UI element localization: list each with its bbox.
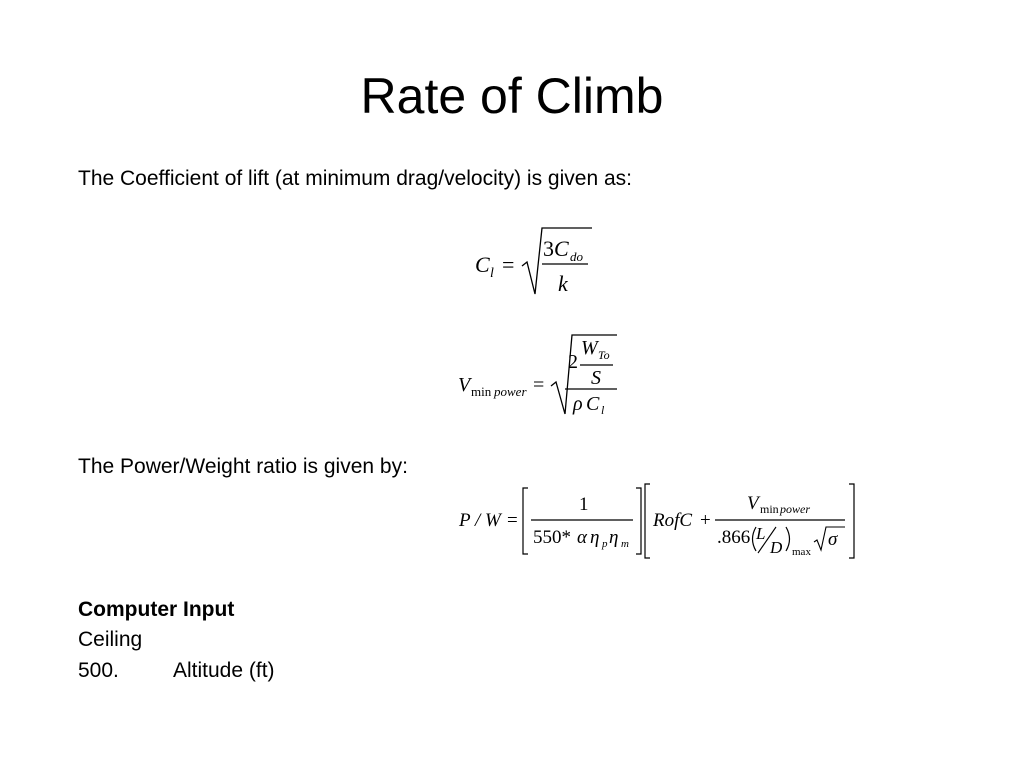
pw-den-const: 550* [533, 527, 571, 548]
pw-l-symbol: L [755, 524, 765, 543]
pw-right-bracket-1 [636, 487, 642, 555]
pw-equals: = [507, 510, 518, 531]
pw-v-symbol: V [747, 493, 761, 514]
cl-num-subscript: do [570, 249, 584, 264]
pw-left-bracket-2 [644, 483, 650, 559]
pw-alpha: α [577, 527, 588, 548]
lift-coefficient-equation: C l = 3 C do k [470, 222, 600, 302]
lift-coefficient-intro: The Coefficient of lift (at minimum drag… [78, 167, 632, 190]
vmin-lhs-sub-a: min [471, 384, 492, 399]
pw-left-bracket-1 [522, 487, 528, 555]
pw-d-symbol: D [769, 538, 783, 557]
pw-const-866: .866 [717, 527, 750, 548]
pw-ld-slash [757, 526, 777, 554]
vmin-radical [550, 334, 617, 415]
power-weight-intro: The Power/Weight ratio is given by: [78, 455, 408, 478]
slide-title: Rate of Climb [360, 68, 664, 124]
pw-sigma: σ [828, 529, 838, 550]
pw-one: 1 [579, 494, 589, 515]
vmin-equals: = [533, 374, 544, 396]
pw-v-sub-a: min [760, 502, 779, 516]
cl-lhs-subscript: l [490, 266, 494, 281]
cl-radical [521, 227, 592, 295]
pw-v-sub-b: power [779, 502, 810, 516]
pw-sub-p: p [601, 538, 608, 550]
vmin-w-subscript: To [598, 348, 610, 362]
cl-equals: = [502, 252, 514, 277]
pw-ld-right-paren [785, 526, 791, 552]
altitude-label: Altitude (ft) [173, 659, 275, 682]
altitude-row: 500. Altitude (ft) [78, 656, 275, 686]
vmin-c-subscript: l [601, 403, 605, 417]
cl-lhs-symbol: C [475, 252, 490, 277]
pw-rofc: RofC [652, 510, 692, 531]
pw-lhs: P / W [458, 510, 503, 531]
min-power-velocity-equation: V min power = 2 W To S ρ C l [455, 330, 625, 420]
altitude-value: 500. [78, 659, 119, 682]
computer-input-heading: Computer Input [78, 598, 235, 621]
pw-plus: + [700, 510, 711, 531]
power-weight-equation: P / W = 1 550* α η p η m RofC + V min po… [455, 482, 865, 564]
vmin-c-symbol: C [586, 393, 600, 415]
vmin-coeff: 2 [568, 351, 578, 373]
cl-denominator: k [558, 271, 569, 296]
ceiling-label: Ceiling [78, 628, 143, 651]
vmin-rho: ρ [572, 393, 583, 415]
pw-eta-p: η [590, 527, 599, 548]
pw-eta-m: η [609, 527, 618, 548]
vmin-lhs-symbol: V [458, 374, 473, 396]
pw-sub-m: m [621, 538, 629, 550]
cl-num-coeff: 3 [543, 236, 554, 261]
pw-right-bracket-2 [849, 483, 855, 559]
vmin-w-symbol: W [581, 337, 600, 359]
pw-ld-left-paren [751, 526, 757, 552]
pw-sigma-radical [813, 526, 845, 552]
vmin-s-symbol: S [591, 367, 601, 389]
cl-num-symbol: C [554, 236, 569, 261]
pw-max-sub: max [792, 546, 811, 558]
vmin-lhs-sub-b: power [493, 384, 527, 399]
